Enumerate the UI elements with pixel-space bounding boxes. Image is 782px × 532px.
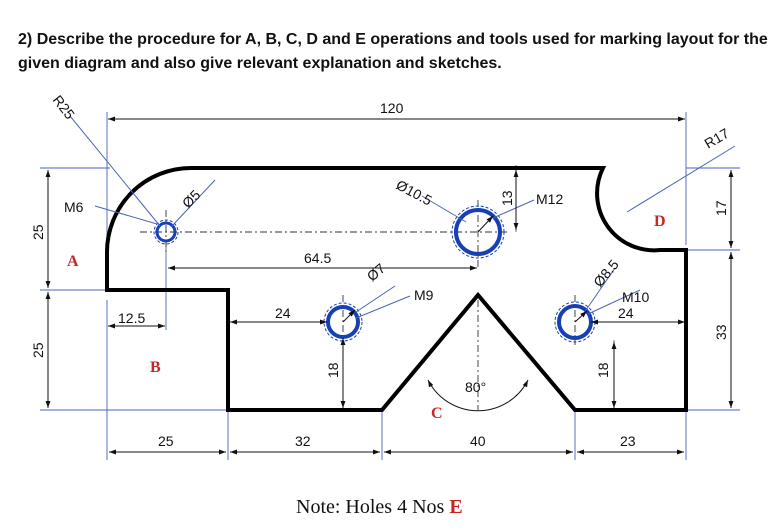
center-lines (140, 200, 576, 410)
dimension-lines (45, 116, 734, 455)
dim-m12: M12 (536, 191, 563, 207)
dim-12-5: 12.5 (118, 310, 145, 326)
dim-25-bottom: 25 (158, 433, 174, 449)
dim-24-left: 24 (275, 305, 291, 321)
note-text: Note: Holes 4 Nos (296, 496, 445, 518)
dim-m10: M10 (622, 289, 649, 305)
dim-13: 13 (499, 190, 515, 206)
question-text: 2) Describe the procedure for A, B, C, D… (18, 28, 768, 76)
dim-d5: Ø5 (179, 186, 204, 211)
dim-64-5: 64.5 (304, 250, 331, 266)
operation-labels: A B C D (67, 213, 666, 422)
question-body: Describe the procedure for A, B, C, D an… (18, 31, 768, 72)
dim-d10-5: Ø10.5 (394, 177, 435, 209)
dim-r25: R25 (50, 92, 79, 122)
part-outline (105, 166, 688, 412)
hole-m12 (451, 205, 505, 259)
dim-25-lower: 25 (30, 342, 46, 358)
hole-m9 (323, 302, 363, 342)
dim-25-upper: 25 (30, 224, 46, 240)
hole-m6 (153, 219, 179, 245)
note-mark-e: E (449, 496, 463, 518)
dim-23: 23 (620, 433, 636, 449)
dim-18-right: 18 (595, 362, 611, 378)
dimension-labels: R25 120 R17 M6 Ø5 Ø10.5 13 M12 64.5 Ø7 M… (30, 92, 732, 449)
dim-m6: M6 (64, 199, 84, 215)
extension-lines (40, 112, 740, 460)
dim-33: 33 (713, 324, 729, 340)
dim-m9: M9 (414, 287, 434, 303)
dim-18-left: 18 (325, 362, 341, 378)
label-a: A (67, 253, 79, 270)
dim-120: 120 (380, 100, 404, 116)
label-c: C (431, 405, 443, 422)
dim-d7: Ø7 (364, 260, 389, 284)
dim-32: 32 (295, 433, 311, 449)
hole-radius-arrows (342, 215, 588, 323)
dim-24-right: 24 (618, 305, 634, 321)
leader-lines (69, 115, 736, 319)
note: Note: Holes 4 Nos E (296, 496, 463, 519)
label-d: D (654, 213, 666, 230)
dim-r17: R17 (702, 125, 732, 152)
dim-d8-5: Ø8.5 (590, 256, 622, 290)
label-b: B (150, 359, 161, 376)
question-number: 2) (18, 31, 33, 48)
dim-17: 17 (713, 200, 729, 216)
dim-40: 40 (470, 433, 486, 449)
dim-80-deg: 80° (465, 379, 486, 395)
